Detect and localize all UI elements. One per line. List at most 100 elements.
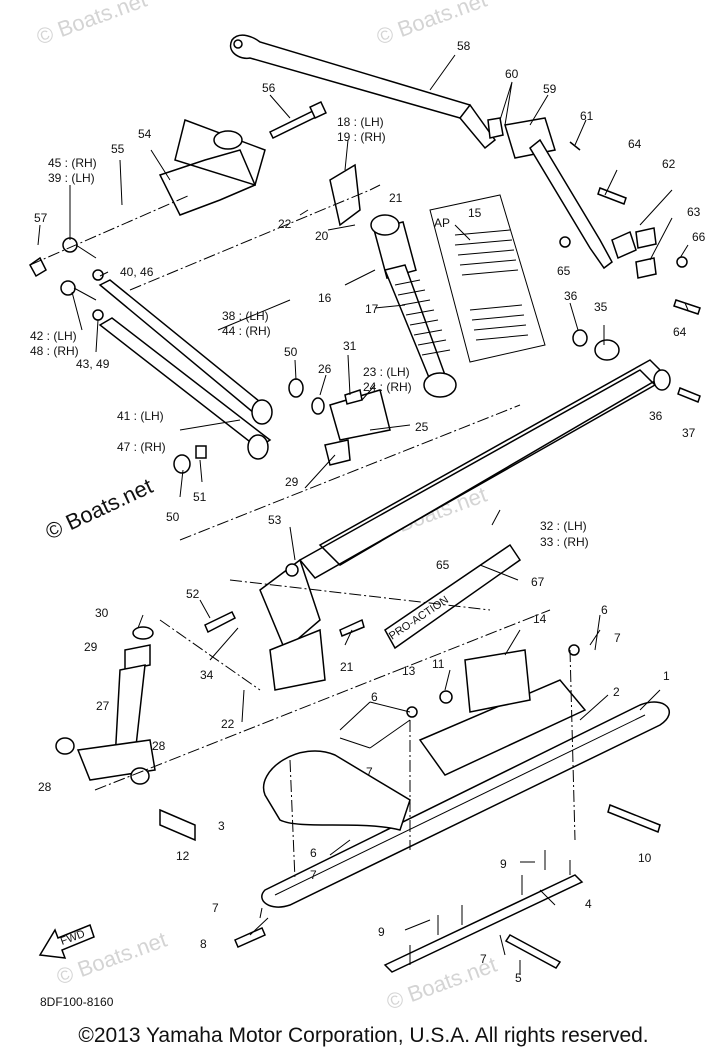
label-28: 28 — [38, 780, 52, 794]
label-20: 20 — [315, 229, 329, 243]
label-53: 53 — [268, 513, 282, 527]
label-52: 52 — [186, 587, 200, 601]
label-8: 8 — [200, 937, 207, 951]
diagram-code: 8DF100-8160 — [40, 995, 114, 1009]
label-11: 11 — [432, 657, 445, 671]
reference-lines — [29, 189, 576, 881]
label-37: 37 — [682, 426, 696, 440]
label-19: 19 : (RH) — [337, 130, 386, 144]
label-42: 42 : (LH) — [30, 329, 77, 343]
label-4: 4 — [585, 897, 592, 911]
label-30: 30 — [95, 606, 109, 620]
label-26: 26 — [318, 362, 332, 376]
label-33: 33 : (RH) — [540, 535, 589, 549]
label-54: 54 — [138, 127, 152, 141]
steering-rod — [229, 34, 497, 150]
label-24: 24 : (RH) — [363, 380, 412, 394]
label-51: 51 — [193, 490, 207, 504]
label-65b: 65 — [436, 558, 450, 572]
label-57: 57 — [34, 211, 48, 225]
label-17: 17 — [365, 302, 379, 316]
label-31: 31 — [343, 339, 357, 353]
spindle — [55, 626, 196, 842]
sticker-text: PRO-ACTION — [387, 594, 451, 643]
bolt-56 — [268, 101, 327, 140]
label-39: 39 : (LH) — [48, 171, 95, 185]
label-7d: 7 — [212, 901, 219, 915]
label-7e: 7 — [480, 952, 487, 966]
label-2: 2 — [613, 685, 620, 699]
label-36: 36 — [564, 289, 578, 303]
label-22b: 22 — [221, 717, 235, 731]
label-13: 13 — [402, 664, 416, 678]
ski-saddle — [406, 644, 587, 776]
label-59: 59 — [543, 82, 557, 96]
ski — [261, 701, 670, 908]
label-7c: 7 — [310, 868, 317, 882]
label-41: 41 : (LH) — [117, 409, 164, 423]
label-65: 65 — [557, 264, 571, 278]
label-40: 40, 46 — [120, 265, 154, 279]
label-60: 60 — [505, 67, 519, 81]
label-22: 22 — [278, 217, 292, 231]
label-67: 67 — [531, 575, 545, 589]
fwd-arrow: FWD — [38, 924, 95, 959]
label-27: 27 — [96, 699, 110, 713]
leader-lines — [37, 54, 689, 975]
label-3: 3 — [218, 819, 225, 833]
label-1: 1 — [663, 669, 670, 683]
label-9: 9 — [500, 857, 507, 871]
label-43: 43, 49 — [76, 357, 110, 371]
runner — [234, 803, 661, 973]
label-ap: AP — [434, 216, 450, 230]
copyright-notice: ©2013 Yamaha Motor Corporation, U.S.A. A… — [78, 1024, 649, 1047]
swing-arm — [298, 329, 701, 579]
spring-inset — [429, 194, 546, 363]
label-62: 62 — [662, 157, 676, 171]
label-16: 16 — [318, 291, 332, 305]
label-55: 55 — [111, 142, 125, 156]
label-14: 14 — [533, 612, 547, 626]
label-29: 29 — [285, 475, 299, 489]
label-9b: 9 — [378, 925, 385, 939]
label-56: 56 — [262, 81, 276, 95]
label-12: 12 — [176, 849, 190, 863]
label-44: 44 : (RH) — [222, 324, 271, 338]
label-28b: 28 — [152, 739, 166, 753]
spindle-bracket — [204, 558, 365, 691]
watermark: © Boats.net — [373, 0, 490, 50]
label-58: 58 — [457, 39, 471, 53]
label-6b: 6 — [371, 690, 378, 704]
label-48: 48 : (RH) — [30, 344, 79, 358]
label-6c: 6 — [310, 846, 317, 860]
exploded-view: © Boats.net © Boats.net © Boats.net © Bo… — [29, 0, 706, 1015]
label-21: 21 — [389, 191, 403, 205]
frame-bracket — [158, 119, 266, 216]
sticker-pro-action: PRO-ACTION — [384, 543, 522, 650]
part-labels: 58 60 59 61 56 64 62 63 66 65 64 36 35 3… — [30, 39, 706, 1009]
link-bracket — [311, 389, 391, 466]
label-38: 38 : (LH) — [222, 309, 269, 323]
label-34: 34 — [200, 668, 214, 682]
label-45: 45 : (RH) — [48, 156, 97, 170]
label-64: 64 — [628, 137, 642, 151]
shock-absorber — [329, 163, 457, 398]
label-25: 25 — [415, 420, 429, 434]
label-6: 6 — [601, 603, 608, 617]
label-47: 47 : (RH) — [117, 440, 166, 454]
label-50b: 50 — [166, 510, 180, 524]
label-66: 66 — [692, 230, 706, 244]
pivot-shafts — [29, 237, 304, 474]
label-50: 50 — [284, 345, 298, 359]
label-21b: 21 — [340, 660, 354, 674]
label-36b: 36 — [649, 409, 663, 423]
watermark: © Boats.net — [33, 0, 150, 50]
label-23: 23 : (LH) — [363, 365, 410, 379]
label-32: 32 : (LH) — [540, 519, 587, 533]
relay-linkage — [487, 117, 701, 315]
label-7b: 7 — [366, 765, 373, 779]
label-63: 63 — [687, 205, 701, 219]
label-35: 35 — [594, 300, 608, 314]
label-7: 7 — [614, 631, 621, 645]
